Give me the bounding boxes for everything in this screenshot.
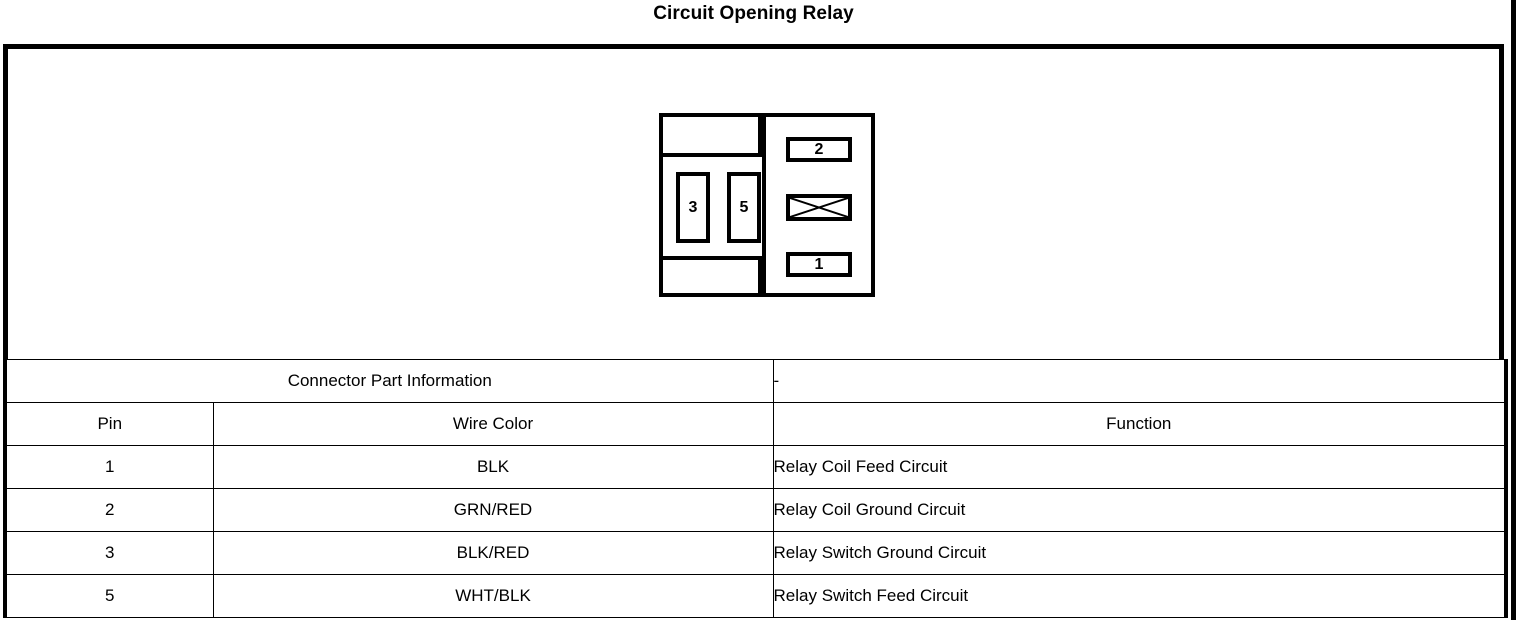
crossed-box-icon-glyph (790, 198, 848, 217)
page-edge-rule (1511, 0, 1516, 620)
cell-wire-color: BLK/RED (212, 531, 774, 575)
connector-divider (762, 117, 766, 293)
page-title: Circuit Opening Relay (653, 3, 854, 24)
cell-wire-color: GRN/RED (212, 488, 774, 532)
cell-function: Relay Coil Ground Circuit (772, 488, 1509, 532)
connector-sheet: 3 5 2 1 Connector Part Information - (2, 44, 1509, 618)
cell-pin: 5 (3, 574, 214, 618)
cell-pin: 2 (3, 488, 214, 532)
column-header-wire-color: Wire Color (212, 402, 774, 446)
cell-wire-color: WHT/BLK (212, 574, 774, 618)
cavity-top-left (663, 117, 762, 157)
table-row: 1 BLK Relay Coil Feed Circuit (3, 445, 1509, 489)
table-row-part-info: Connector Part Information - (2, 359, 1509, 403)
diagram-area: 3 5 2 1 (8, 49, 1499, 359)
column-header-function: Function (772, 402, 1509, 446)
table-header-row: Pin Wire Color Function (3, 402, 1509, 446)
connector-outline: 3 5 2 1 (659, 113, 875, 297)
terminal-pin-3: 3 (676, 172, 710, 243)
terminal-pin-5: 5 (727, 172, 761, 243)
table-row: 5 WHT/BLK Relay Switch Feed Circuit (3, 574, 1509, 618)
table-row: 3 BLK/RED Relay Switch Ground Circuit (3, 531, 1509, 575)
column-header-pin: Pin (3, 402, 214, 446)
cell-function: Relay Switch Ground Circuit (772, 531, 1509, 575)
connector-part-information-label: Connector Part Information (2, 359, 774, 403)
cell-pin: 1 (3, 445, 214, 489)
cell-function: Relay Switch Feed Circuit (772, 574, 1509, 618)
terminal-pin-1: 1 (786, 252, 852, 277)
crossed-box-icon (786, 194, 852, 221)
connector-part-information-value: - (772, 359, 1509, 403)
cell-function: Relay Coil Feed Circuit (772, 445, 1509, 489)
table-row: 2 GRN/RED Relay Coil Ground Circuit (3, 488, 1509, 532)
cell-wire-color: BLK (212, 445, 774, 489)
connector-pinout-table: Connector Part Information - Pin Wire Co… (2, 359, 1509, 618)
cell-pin: 3 (3, 531, 214, 575)
cavity-bottom-left (663, 256, 762, 293)
terminal-pin-2: 2 (786, 137, 852, 162)
